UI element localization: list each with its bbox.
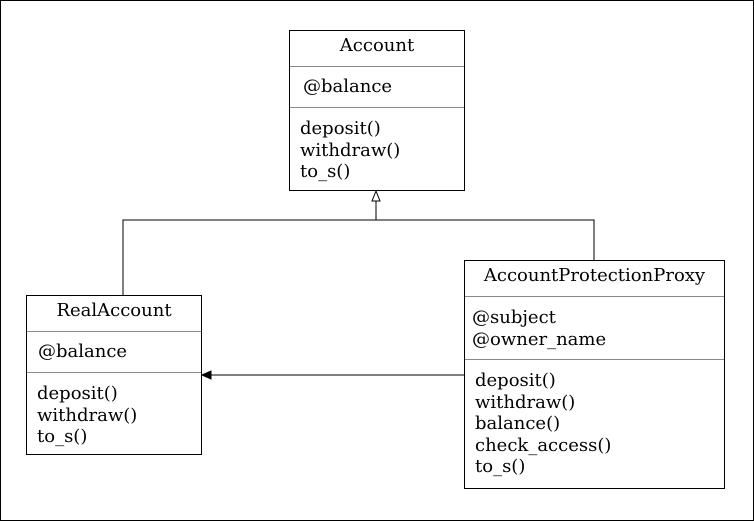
method-withdraw: withdraw() <box>475 391 576 413</box>
methods-section: deposit() withdraw() balance() check_acc… <box>465 360 724 478</box>
method-withdraw: withdraw() <box>300 139 401 161</box>
attribute-balance: @balance <box>303 76 393 97</box>
method-balance: balance() <box>475 413 561 434</box>
method-to-s: to_s() <box>37 426 88 447</box>
class-name: RealAccount <box>27 296 201 332</box>
attribute-balance: @balance <box>38 341 128 362</box>
method-deposit: deposit() <box>300 118 381 139</box>
methods-section: deposit() withdraw() to_s() <box>27 373 201 448</box>
methods-section: deposit() withdraw() to_s() <box>290 108 464 183</box>
method-check-access: check_access() <box>475 434 612 456</box>
inheritance-line-proxy <box>376 219 595 260</box>
method-to-s: to_s() <box>300 161 351 182</box>
association-arrowhead-icon <box>200 370 212 380</box>
method-deposit: deposit() <box>475 370 556 391</box>
attributes-section: @balance <box>290 67 464 108</box>
attribute-owner-name: @owner_name <box>472 328 607 350</box>
method-to-s: to_s() <box>475 456 526 477</box>
class-name: AccountProtectionProxy <box>465 261 724 297</box>
attributes-section: @subject @owner_name <box>465 297 724 360</box>
class-account-protection-proxy[interactable]: AccountProtectionProxy @subject @owner_n… <box>464 260 725 489</box>
attribute-subject: @subject <box>472 307 556 328</box>
class-real-account[interactable]: RealAccount @balance deposit() withdraw(… <box>26 295 202 455</box>
class-account[interactable]: Account @balance deposit() withdraw() to… <box>289 30 465 191</box>
method-deposit: deposit() <box>37 383 118 404</box>
inheritance-line-real-account <box>122 219 376 295</box>
inheritance-arrowhead-icon <box>371 189 381 202</box>
method-withdraw: withdraw() <box>37 404 138 426</box>
class-name: Account <box>290 31 464 67</box>
attributes-section: @balance <box>27 332 201 373</box>
